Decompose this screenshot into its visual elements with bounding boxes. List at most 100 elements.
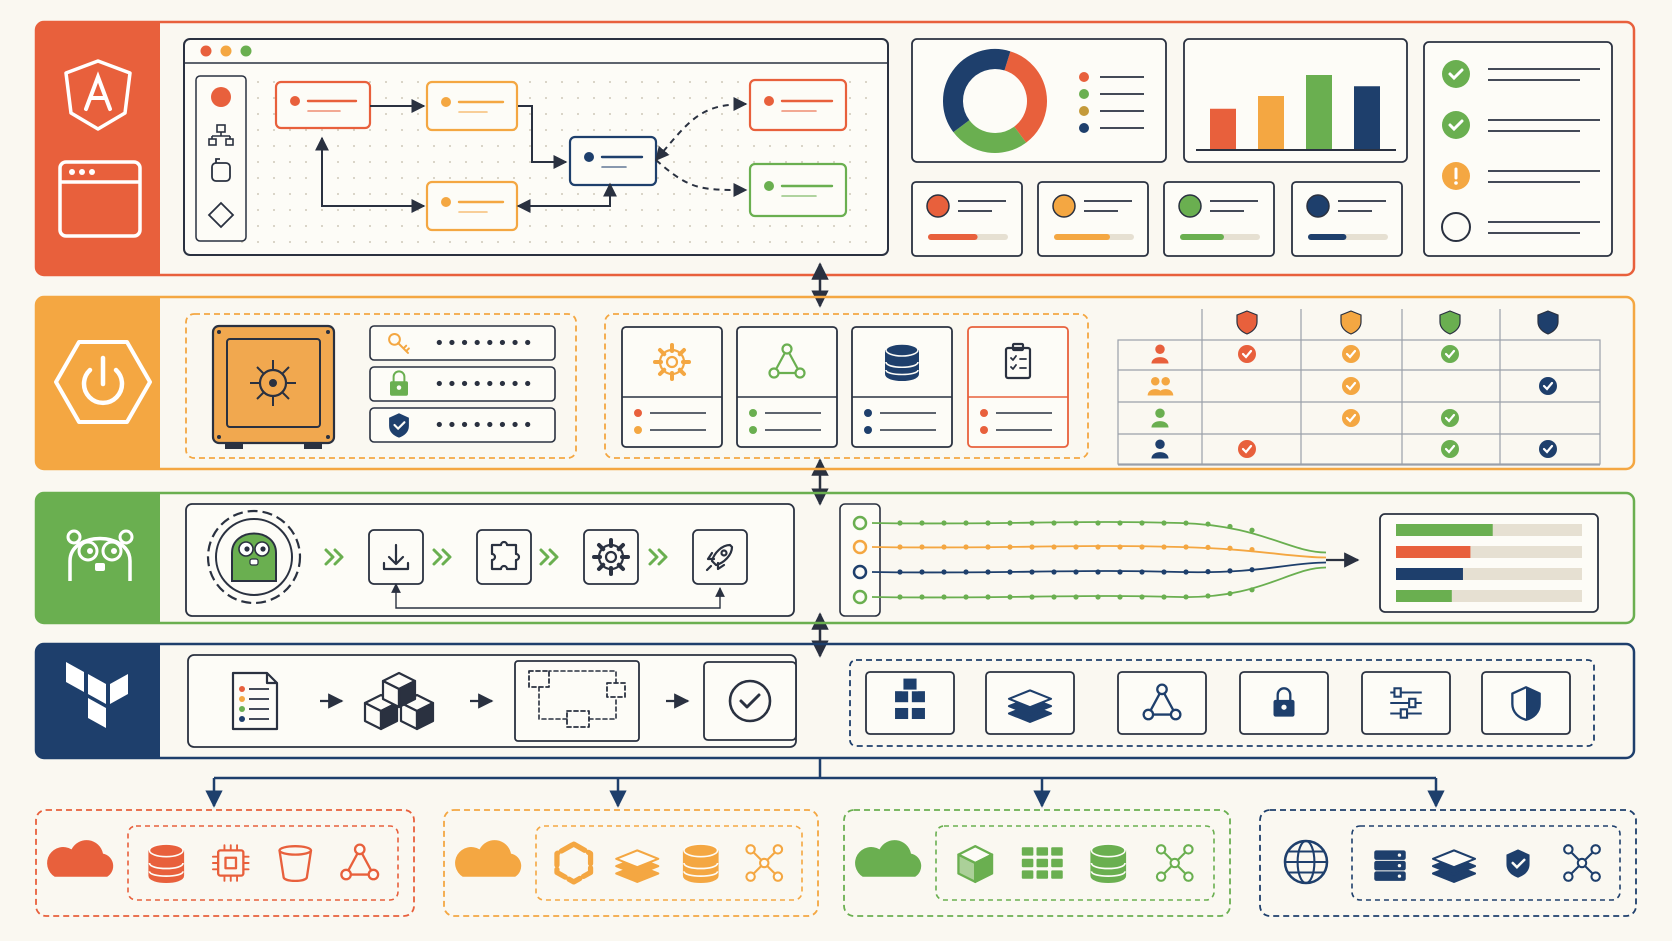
provider-service-bucket-icon[interactable] xyxy=(278,845,313,883)
provider-service-server-icon[interactable] xyxy=(1374,850,1406,881)
resource-tile[interactable] xyxy=(1481,671,1571,735)
pipeline-step[interactable] xyxy=(368,529,424,585)
provider-service-layers-icon[interactable] xyxy=(615,849,660,883)
record-dot-icon[interactable] xyxy=(211,87,231,107)
node-step-b[interactable] xyxy=(425,180,519,232)
provider-service-graph-icon[interactable] xyxy=(340,843,380,881)
bar-chart-card[interactable] xyxy=(1183,38,1408,163)
provider-service-hexagon-ring-icon[interactable] xyxy=(554,841,594,885)
node-decision[interactable] xyxy=(568,135,658,187)
permission-check-icon[interactable] xyxy=(1441,345,1459,363)
bar[interactable] xyxy=(1354,86,1380,150)
provider-distribution xyxy=(205,758,1445,808)
stat-card[interactable] xyxy=(1163,181,1275,257)
resource-group xyxy=(849,659,1595,747)
resource-icon xyxy=(1511,686,1541,721)
permission-check-icon[interactable] xyxy=(1238,440,1256,458)
cloud-icon[interactable] xyxy=(855,840,922,877)
module-card[interactable] xyxy=(967,326,1069,448)
node-start[interactable] xyxy=(274,80,372,130)
stream-source[interactable] xyxy=(852,515,868,531)
pipeline-step[interactable] xyxy=(692,529,748,585)
credential-field[interactable]: •••••••• xyxy=(369,366,556,402)
resource-tile[interactable] xyxy=(865,671,955,735)
cloud-icon xyxy=(455,840,522,877)
resource-tile[interactable] xyxy=(1361,671,1451,735)
donut-slice[interactable] xyxy=(953,119,1027,153)
permission-check-icon[interactable] xyxy=(1342,409,1360,427)
provision-step-cubes-icon[interactable] xyxy=(363,671,435,731)
donut-slice[interactable] xyxy=(943,49,1011,133)
provision-step-document-list-icon[interactable] xyxy=(231,671,279,731)
permission-check-icon[interactable] xyxy=(1342,377,1360,395)
permission-check-icon[interactable] xyxy=(1441,440,1459,458)
provider-service-chip-icon[interactable] xyxy=(211,844,250,882)
flow-editor-window[interactable] xyxy=(183,38,889,256)
donut-slice[interactable] xyxy=(1003,51,1047,143)
stream-source[interactable] xyxy=(852,539,868,555)
checklist-card[interactable] xyxy=(1423,41,1613,257)
node-out-green[interactable] xyxy=(748,162,848,218)
stat-card[interactable] xyxy=(1037,181,1149,257)
globe-icon[interactable] xyxy=(1283,839,1329,885)
stat-card[interactable] xyxy=(911,181,1023,257)
provider-service-database-icon[interactable] xyxy=(148,843,185,883)
provision-step-check-circle-icon[interactable] xyxy=(728,679,772,723)
cloud-icon[interactable] xyxy=(47,840,114,877)
donut-chart-card[interactable] xyxy=(911,38,1167,163)
provider-service-network-icon[interactable] xyxy=(745,844,784,882)
permission-check-icon[interactable] xyxy=(1539,377,1557,395)
window-control-dot[interactable] xyxy=(240,45,252,57)
bar[interactable] xyxy=(1258,96,1284,150)
provider-service-shield-check-icon[interactable] xyxy=(1506,849,1530,878)
permission-check-icon[interactable] xyxy=(1238,345,1256,363)
pipeline-step[interactable] xyxy=(476,529,532,585)
diamond-icon[interactable] xyxy=(207,201,235,229)
pipeline-step[interactable] xyxy=(583,529,639,585)
database-icon xyxy=(148,843,185,883)
blueprint-icon xyxy=(514,660,640,742)
check-icon[interactable] xyxy=(1442,60,1470,88)
component-icon[interactable] xyxy=(211,158,231,182)
bar[interactable] xyxy=(1210,108,1236,150)
provider-service-database-icon[interactable] xyxy=(682,843,719,883)
results-card[interactable] xyxy=(1379,513,1599,613)
window-control-dot[interactable] xyxy=(220,45,232,57)
provider-service-layers-icon[interactable] xyxy=(1431,849,1477,883)
step-icon xyxy=(490,540,521,571)
permission-check-icon[interactable] xyxy=(1441,409,1459,427)
provider-service-grid-icon[interactable] xyxy=(1021,847,1063,879)
permission-check-icon[interactable] xyxy=(1539,440,1557,458)
hierarchy-icon[interactable] xyxy=(208,124,234,146)
module-card[interactable] xyxy=(736,326,838,448)
module-card[interactable] xyxy=(851,326,953,448)
permission-check-icon[interactable] xyxy=(1342,345,1360,363)
credential-field[interactable]: •••••••• xyxy=(369,325,556,361)
credential-field[interactable]: •••••••• xyxy=(369,407,556,443)
shield-check-icon xyxy=(389,413,409,438)
resource-tile[interactable] xyxy=(1117,671,1207,735)
resource-tile[interactable] xyxy=(985,671,1075,735)
resource-tile[interactable] xyxy=(1239,671,1329,735)
provider-service-network-icon[interactable] xyxy=(1155,844,1194,882)
bar[interactable] xyxy=(1306,75,1332,150)
warning-icon[interactable] xyxy=(1442,162,1470,190)
stat-card[interactable] xyxy=(1291,181,1403,257)
browser-window-icon xyxy=(58,160,142,238)
node-out-red[interactable] xyxy=(748,78,848,132)
cloud-icon[interactable] xyxy=(455,840,522,877)
empty-circle-icon[interactable] xyxy=(1441,212,1471,242)
role-shield-icon xyxy=(1537,310,1559,335)
vault-safe-icon[interactable] xyxy=(211,324,336,449)
window-control-dot[interactable] xyxy=(200,45,212,57)
provision-step-blueprint-icon[interactable] xyxy=(514,660,640,742)
check-icon[interactable] xyxy=(1442,111,1470,139)
stream-source[interactable] xyxy=(852,564,868,580)
window-controls[interactable] xyxy=(200,45,252,57)
provider-service-database-icon[interactable] xyxy=(1090,843,1127,883)
stream-source[interactable] xyxy=(852,589,868,605)
node-step-a[interactable] xyxy=(425,80,519,132)
provider-service-network-icon[interactable] xyxy=(1563,844,1601,882)
module-card[interactable] xyxy=(621,326,723,448)
provider-service-cube-icon[interactable] xyxy=(957,845,994,884)
